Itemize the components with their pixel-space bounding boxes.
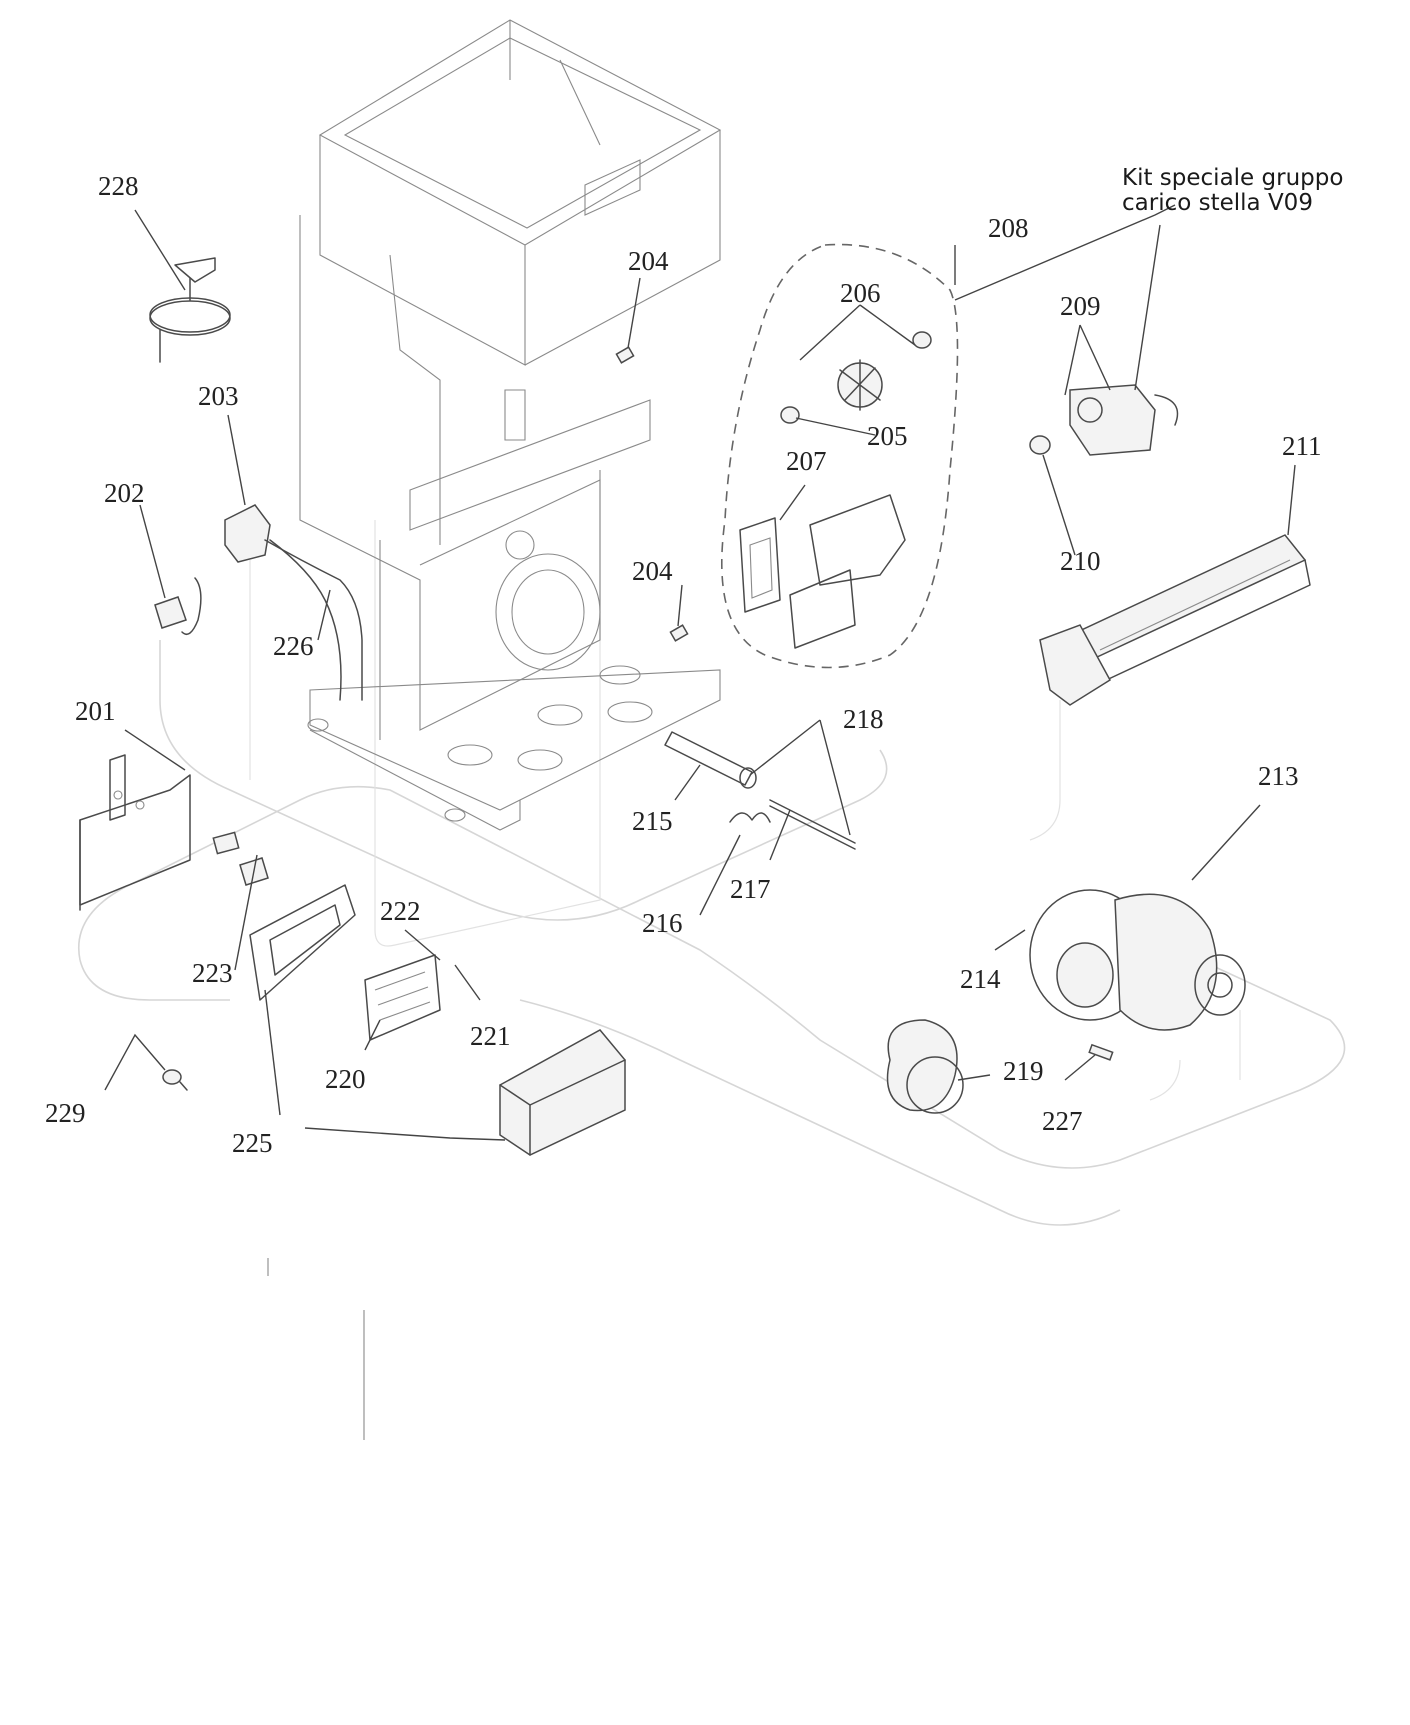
part-227-pin (1088, 1043, 1114, 1061)
part-219-elbow (886, 1019, 964, 1114)
part-223-switch (212, 831, 269, 886)
kit-label-line1: Kit speciale gruppo (1122, 165, 1343, 191)
part-215-tube (664, 731, 757, 789)
label-226: 226 (273, 631, 314, 661)
label-214: 214 (960, 964, 1001, 994)
part-203-sensor (224, 504, 363, 701)
part-220-control-board (364, 954, 441, 1041)
label-219: 219 (1003, 1056, 1044, 1086)
part-225-enclosure (499, 1029, 626, 1156)
label-201: 201 (75, 696, 116, 726)
label-218: 218 (843, 704, 884, 734)
part-202-probe (154, 577, 202, 635)
part-213-smoke-fan (1029, 889, 1246, 1031)
part-211-tangential-fan (1039, 534, 1311, 706)
label-225: 225 (232, 1128, 273, 1158)
label-204-upper: 204 (628, 246, 669, 276)
part-number-labels: 228 203 202 201 226 204 204 206 205 207 … (45, 171, 1322, 1158)
label-209: 209 (1060, 291, 1101, 321)
leader-lines (104, 204, 1296, 1141)
label-202: 202 (104, 478, 145, 508)
part-225-panel-frame (249, 884, 356, 1001)
label-228: 228 (98, 171, 139, 201)
label-203: 203 (198, 381, 239, 411)
label-220: 220 (325, 1064, 366, 1094)
part-201-bracket (79, 754, 191, 911)
label-206: 206 (840, 278, 881, 308)
kit-208-dashed-outline (721, 243, 959, 669)
part-217-rod (769, 799, 856, 850)
label-223: 223 (192, 958, 233, 988)
label-222: 222 (380, 896, 421, 926)
label-216: 216 (642, 908, 683, 938)
label-204-lower: 204 (632, 556, 673, 586)
label-221: 221 (470, 1021, 511, 1051)
label-208: 208 (988, 213, 1029, 243)
label-213: 213 (1258, 761, 1299, 791)
label-210: 210 (1060, 546, 1101, 576)
part-204-pin-lower (669, 624, 689, 642)
label-227: 227 (1042, 1106, 1083, 1136)
label-229: 229 (45, 1098, 86, 1128)
part-204-pin-upper (615, 346, 635, 364)
part-228-ring-bracket (149, 257, 231, 363)
part-206-star-wheel (780, 331, 932, 424)
label-215: 215 (632, 806, 673, 836)
kit-label: Kit speciale gruppo carico stella V09 (1122, 165, 1343, 216)
part-226-cable (269, 539, 342, 701)
label-211: 211 (1282, 431, 1322, 461)
kit-label-line2: carico stella V09 (1122, 190, 1313, 216)
part-216-clip (729, 812, 771, 823)
hopper-body (299, 19, 722, 831)
part-229-sensor (162, 1069, 188, 1091)
label-207: 207 (786, 446, 827, 476)
label-217: 217 (730, 874, 771, 904)
part-209-gear-motor (1029, 384, 1179, 456)
label-205: 205 (867, 421, 908, 451)
part-207-flange (739, 494, 906, 649)
